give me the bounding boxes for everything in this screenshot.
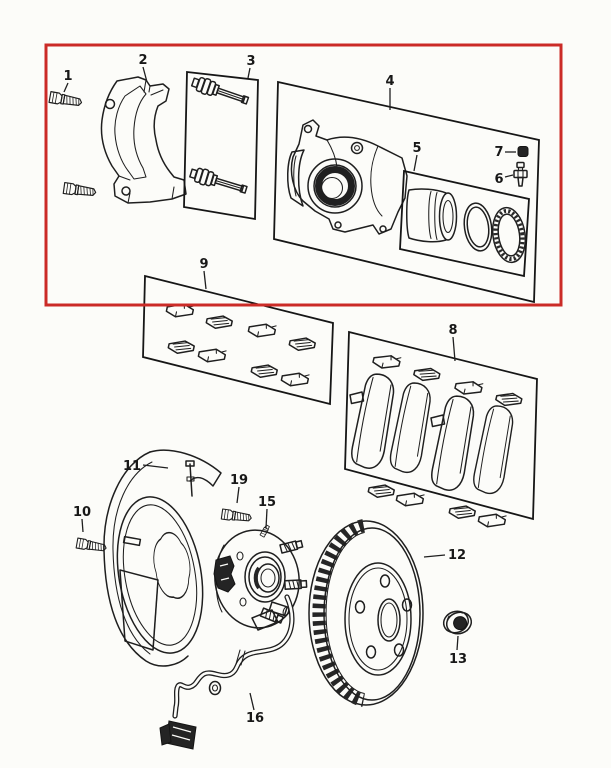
bleeder-screw	[513, 161, 528, 187]
brake-pad-set	[344, 330, 538, 531]
piston-dust-boot	[491, 206, 527, 264]
part-label-11: 11	[123, 459, 141, 474]
part-label-4: 4	[385, 74, 394, 89]
guide-pin-kit	[183, 70, 259, 221]
abs-sensor-harness	[159, 594, 295, 750]
part-label-16: 16	[246, 711, 264, 726]
hub-bearing-assembly	[213, 524, 308, 629]
part-label-13: 13	[449, 652, 467, 667]
splash-shield	[103, 449, 222, 667]
part-label-12: 12	[448, 548, 466, 563]
part-label-5: 5	[412, 141, 421, 156]
part-label-10: 10	[73, 505, 91, 520]
hub-flange-nut	[442, 610, 473, 635]
callouts: 1 2 3 4 5 6 7 8 9 10 11 12 13 15 16 19	[63, 53, 516, 726]
part-label-9: 9	[199, 257, 208, 272]
harness-connector	[159, 720, 197, 750]
piston-seal	[463, 202, 493, 252]
part-label-2: 2	[138, 53, 147, 68]
part-label-6: 6	[494, 172, 503, 187]
caliper-piston	[406, 188, 458, 243]
part-label-8: 8	[448, 323, 457, 338]
piston-seal-kit	[399, 169, 530, 278]
highlight-box	[44, 43, 563, 307]
part-label-3: 3	[246, 54, 255, 69]
part-label-7: 7	[494, 145, 503, 160]
part-label-15: 15	[258, 495, 276, 510]
brake-rotor	[308, 519, 424, 707]
brake-caliper	[287, 119, 408, 235]
brake-pad-inner-left	[348, 371, 400, 472]
brake-pad-inner-right	[428, 393, 480, 494]
bleeder-screw-cap	[517, 146, 529, 157]
abs-sensor-mount	[213, 555, 236, 593]
part-label-19: 19	[230, 473, 248, 488]
brake-caliper-kit	[273, 80, 540, 304]
part-label-1: 1	[63, 69, 72, 84]
pad-clip-kit	[142, 274, 334, 406]
caliper-mounting-bracket	[100, 76, 187, 204]
